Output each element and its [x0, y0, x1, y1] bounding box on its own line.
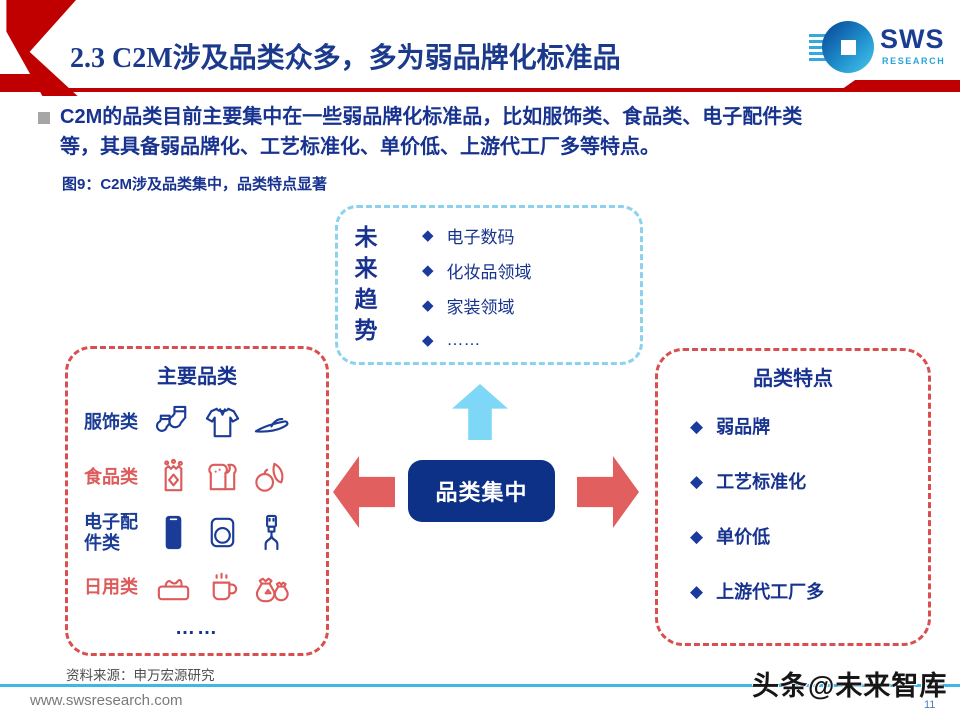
diamond-bullet-icon: ◆ [690, 581, 704, 601]
slipper-icon [254, 417, 289, 433]
up-arrow-icon [452, 384, 508, 440]
socks-icon [155, 405, 187, 432]
category-icons [154, 568, 291, 607]
diamond-bullet-icon: ◆ [690, 471, 704, 491]
intro-paragraph: C2M的品类目前主要集中在一些弱品牌化标准品，比如服饰类、食品类、电子配件类等，… [60, 106, 803, 158]
square-bullet-icon [38, 112, 50, 124]
feature-item-label: 上游代工厂多 [716, 582, 825, 602]
page-number: 11 [924, 699, 936, 711]
feature-item: ◆ 工艺标准化 [690, 468, 824, 494]
category-features-title: 品类特点 [753, 368, 833, 390]
future-item-label: 化妆品领域 [446, 262, 532, 282]
usb-cable-icon [264, 514, 279, 551]
future-item: ◆ 电子数码 [422, 222, 532, 248]
future-item: ◆ 家装领域 [422, 292, 532, 318]
feature-item-label: 弱品牌 [716, 417, 771, 437]
feature-item-label: 单价低 [716, 527, 771, 547]
category-icons [154, 403, 291, 442]
category-label: 日用类 [84, 577, 138, 597]
category-label: 食品类 [84, 467, 138, 487]
feature-item-label: 工艺标准化 [716, 472, 807, 492]
future-item-label: …… [446, 330, 481, 349]
future-items: ◆ 电子数码 ◆ 化妆品领域 ◆ 家装领域 ◆ …… [422, 222, 532, 353]
website-text: www.swsresearch.com [30, 692, 183, 709]
bread-icon [208, 463, 237, 491]
logo-text: SWS [880, 24, 945, 54]
center-node: 品类集中 [408, 460, 555, 522]
category-row: 服饰类 [84, 395, 319, 450]
snack-bag-icon [164, 458, 183, 492]
figure-caption: 图9：C2M涉及品类集中，品类特点显著 [62, 176, 328, 193]
future-item-label: 电子数码 [446, 227, 515, 247]
category-row: 电子配件类 [84, 505, 319, 560]
tissue-box-icon [157, 579, 190, 601]
future-item: ◆ …… [422, 327, 532, 353]
category-features-box: 品类特点 ◆ 弱品牌 ◆ 工艺标准化 ◆ 单价低 ◆ 上游代工厂多 [655, 348, 931, 646]
diamond-bullet-icon: ◆ [422, 331, 434, 349]
diamond-bullet-icon: ◆ [422, 296, 434, 314]
main-categories-box: 主要品类 服饰类食品类电子配件类日用类 …… [65, 346, 329, 656]
page-title: 2.3 C2M涉及品类众多，多为弱品牌化标准品 [70, 43, 621, 74]
future-item-label: 家装领域 [446, 297, 515, 317]
fruits-icon [255, 462, 284, 492]
category-rows: 服饰类食品类电子配件类日用类 [84, 395, 319, 615]
phone-icon [164, 515, 183, 550]
diamond-bullet-icon: ◆ [422, 226, 434, 244]
main-categories-title: 主要品类 [157, 366, 237, 388]
footer-divider [0, 684, 960, 687]
features-items: ◆ 弱品牌 ◆ 工艺标准化 ◆ 单价低 ◆ 上游代工厂多 [690, 413, 824, 604]
category-row: 食品类 [84, 450, 319, 505]
future-item: ◆ 化妆品领域 [422, 257, 532, 283]
watermark: 头条@未来智库 [752, 671, 948, 701]
ring-holder-icon [210, 517, 235, 548]
right-arrow-icon [577, 456, 639, 528]
header-rule-right-wedge [838, 80, 960, 92]
category-label: 电子配件类 [84, 511, 138, 553]
header-rule [0, 88, 960, 92]
diamond-bullet-icon: ◆ [422, 261, 434, 279]
category-icons [154, 513, 291, 552]
left-arrow-icon [333, 456, 395, 528]
category-label: 服饰类 [84, 412, 138, 432]
category-row: 日用类 [84, 560, 319, 615]
feature-item: ◆ 单价低 [690, 523, 824, 549]
diamond-bullet-icon: ◆ [690, 526, 704, 546]
future-trends-label: 未来趋势 [354, 224, 378, 343]
logo-square-icon [841, 40, 856, 55]
category-icons [154, 458, 291, 497]
source-note: 资料来源：申万宏源研究 [66, 668, 215, 683]
future-trends-box: 未来趋势 ◆ 电子数码 ◆ 化妆品领域 ◆ 家装领域 ◆ …… [335, 205, 643, 365]
shirt-icon [205, 407, 240, 438]
categories-ellipsis: …… [175, 617, 219, 639]
logo-subtext: RESEARCH [882, 56, 946, 66]
feature-item: ◆ 弱品牌 [690, 413, 824, 439]
feature-item: ◆ 上游代工厂多 [690, 578, 824, 604]
diamond-bullet-icon: ◆ [690, 416, 704, 436]
trash-bags-icon [255, 577, 289, 603]
mug-icon [212, 572, 238, 601]
